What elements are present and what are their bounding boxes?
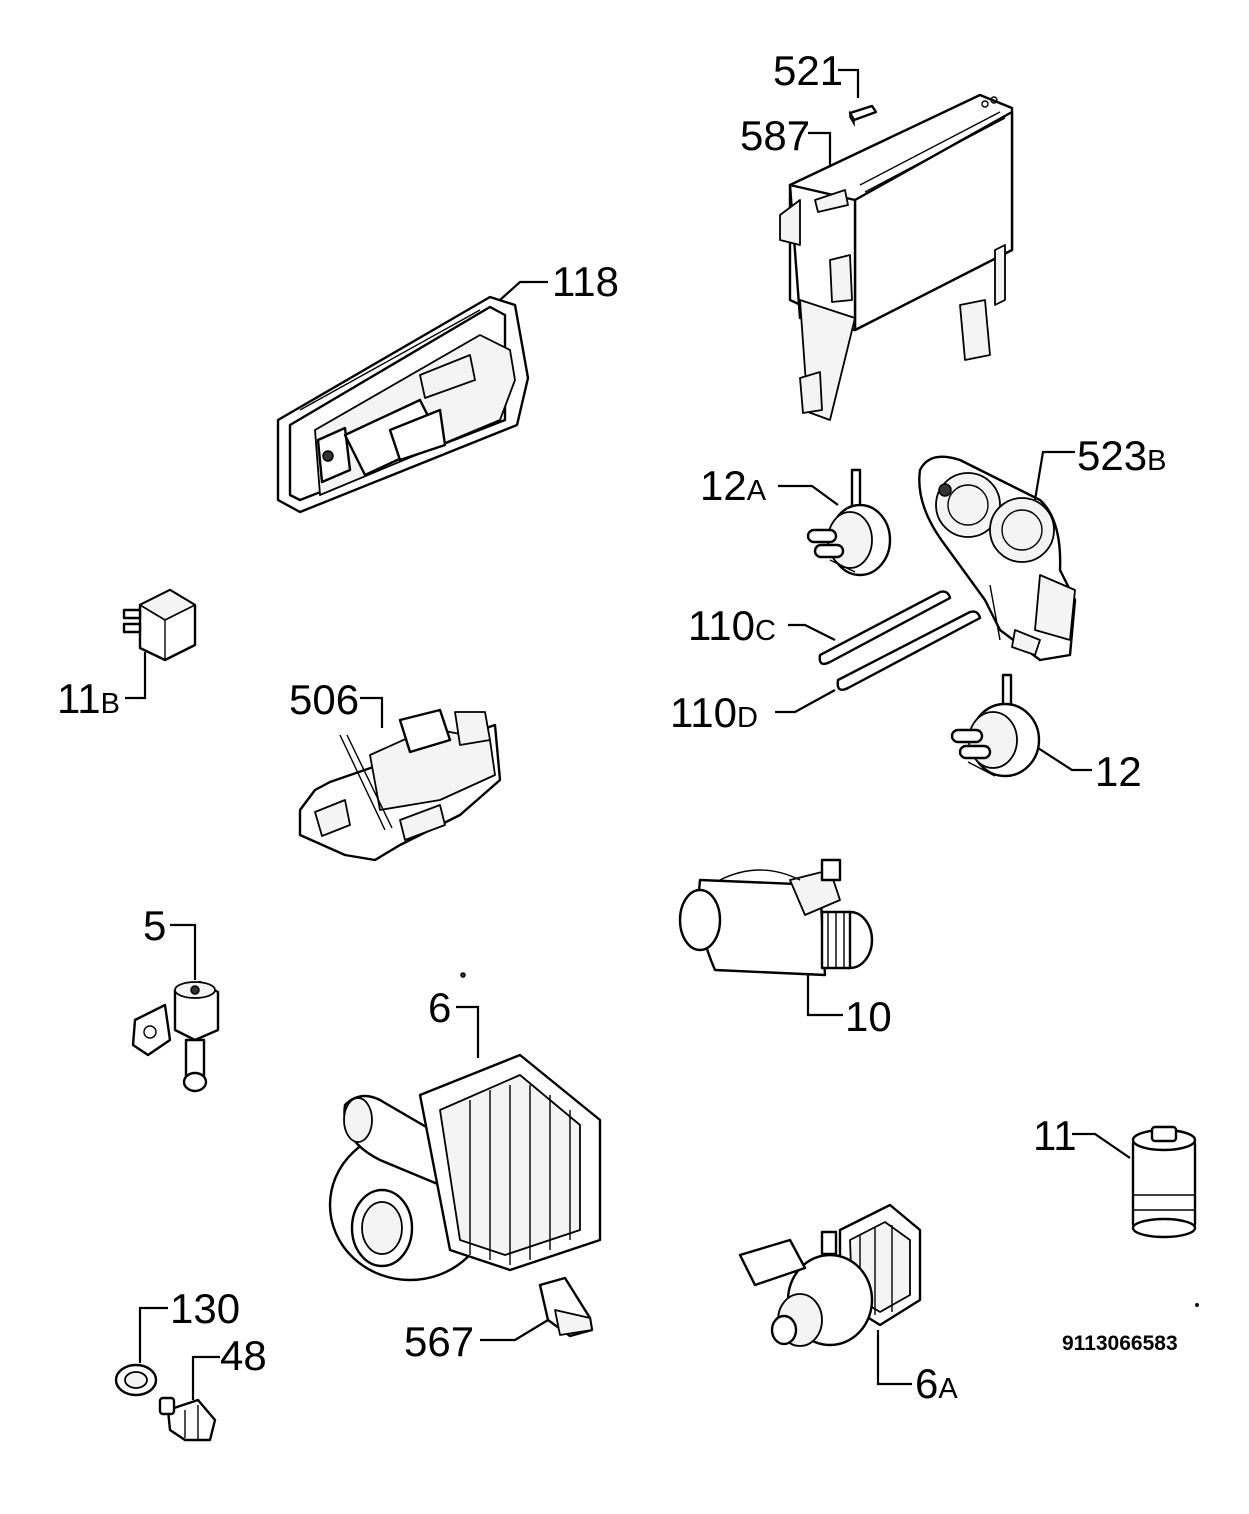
part-12-pressure-switch <box>950 673 1041 778</box>
svg-text:130: 130 <box>170 1285 240 1332</box>
callout-12: 12 <box>1037 747 1142 795</box>
callout-5-number: 5 <box>143 902 166 949</box>
part-118-control-panel <box>276 295 530 514</box>
callout-130-number: 130 <box>170 1285 240 1332</box>
callout-567: 567 <box>404 1318 549 1365</box>
callout-587-number: 587 <box>740 112 810 159</box>
part-10-heater <box>678 858 874 977</box>
svg-text:110D: 110D <box>670 689 758 736</box>
callout-12a-suffix: A <box>747 475 767 507</box>
part-110c-hose <box>818 590 952 666</box>
part-12a-pressure-switch <box>806 468 892 577</box>
part-567-clip <box>538 1276 594 1338</box>
part-11-capacitor <box>1131 1125 1197 1239</box>
callout-118: 118 <box>499 258 619 305</box>
svg-text:11: 11 <box>1033 1112 1077 1159</box>
svg-text:6A: 6A <box>915 1360 958 1407</box>
callout-6a-number: 6 <box>915 1360 938 1407</box>
part-130-seal-ring <box>114 1363 158 1397</box>
svg-text:6: 6 <box>428 984 451 1031</box>
svg-text:567: 567 <box>404 1318 474 1365</box>
callout-130: 130 <box>138 1285 240 1363</box>
svg-text:5: 5 <box>143 902 166 949</box>
callout-567-number: 567 <box>404 1318 474 1365</box>
callout-523b: 523B <box>1033 432 1166 501</box>
svg-text:506: 506 <box>289 676 359 723</box>
callout-521: 521 <box>773 47 860 98</box>
part-6-circulation-pump <box>328 972 602 1282</box>
svg-text:12A: 12A <box>700 462 767 509</box>
part-48-plug <box>158 1396 217 1442</box>
callout-523b-suffix: B <box>1147 445 1166 477</box>
svg-text:10: 10 <box>845 993 892 1040</box>
callout-118-number: 118 <box>552 258 619 305</box>
part-587-electronic-module <box>779 93 1014 421</box>
callout-11-number: 11 <box>1033 1112 1077 1159</box>
callout-110c-number: 110 <box>688 602 755 649</box>
callout-110c: 110C <box>688 602 836 649</box>
callout-10-number: 10 <box>845 993 892 1040</box>
callout-110c-suffix: C <box>755 615 776 647</box>
callout-48: 48 <box>191 1332 267 1400</box>
callout-12-number: 12 <box>1095 748 1142 795</box>
callout-110d-suffix: D <box>737 702 758 734</box>
callout-6a: 6A <box>876 1330 958 1407</box>
callout-110d: 110D <box>670 689 836 736</box>
callout-523b-number: 523 <box>1077 432 1147 479</box>
part-5-inlet-valve <box>131 980 220 1093</box>
svg-text:521: 521 <box>773 47 843 94</box>
part-110d-hose <box>836 610 982 691</box>
svg-text:48: 48 <box>220 1332 267 1379</box>
callout-5: 5 <box>143 902 197 980</box>
callout-6-number: 6 <box>428 984 451 1031</box>
callout-587: 587 <box>740 112 832 165</box>
svg-text:587: 587 <box>740 112 810 159</box>
callout-110d-number: 110 <box>670 689 737 736</box>
svg-text:12: 12 <box>1095 748 1142 795</box>
callout-11b-number: 11 <box>57 675 101 722</box>
callout-506: 506 <box>289 676 384 728</box>
callout-12a-number: 12 <box>700 462 747 509</box>
part-6a-drain-pump <box>738 1203 922 1347</box>
callout-11: 11 <box>1033 1112 1131 1159</box>
callout-48-number: 48 <box>220 1332 267 1379</box>
callout-6a-suffix: A <box>938 1373 958 1405</box>
diagram-code: 9113066583 <box>1062 1332 1178 1355</box>
callout-11b: 11B <box>57 652 147 722</box>
callout-6: 6 <box>428 984 480 1058</box>
svg-text:110C: 110C <box>688 602 776 649</box>
callout-521-number: 521 <box>773 47 843 94</box>
svg-text:523B: 523B <box>1077 432 1166 479</box>
svg-text:11B: 11B <box>57 675 120 722</box>
part-11b-relay <box>122 588 197 662</box>
part-523b-water-distributor <box>918 455 1077 662</box>
callout-10: 10 <box>806 975 892 1040</box>
callout-506-number: 506 <box>289 676 359 723</box>
svg-text:118: 118 <box>552 258 619 305</box>
callout-12a: 12A <box>700 462 839 509</box>
part-506-door-lock <box>298 708 502 862</box>
part-521-clip <box>848 104 878 127</box>
callout-11b-suffix: B <box>101 688 120 720</box>
